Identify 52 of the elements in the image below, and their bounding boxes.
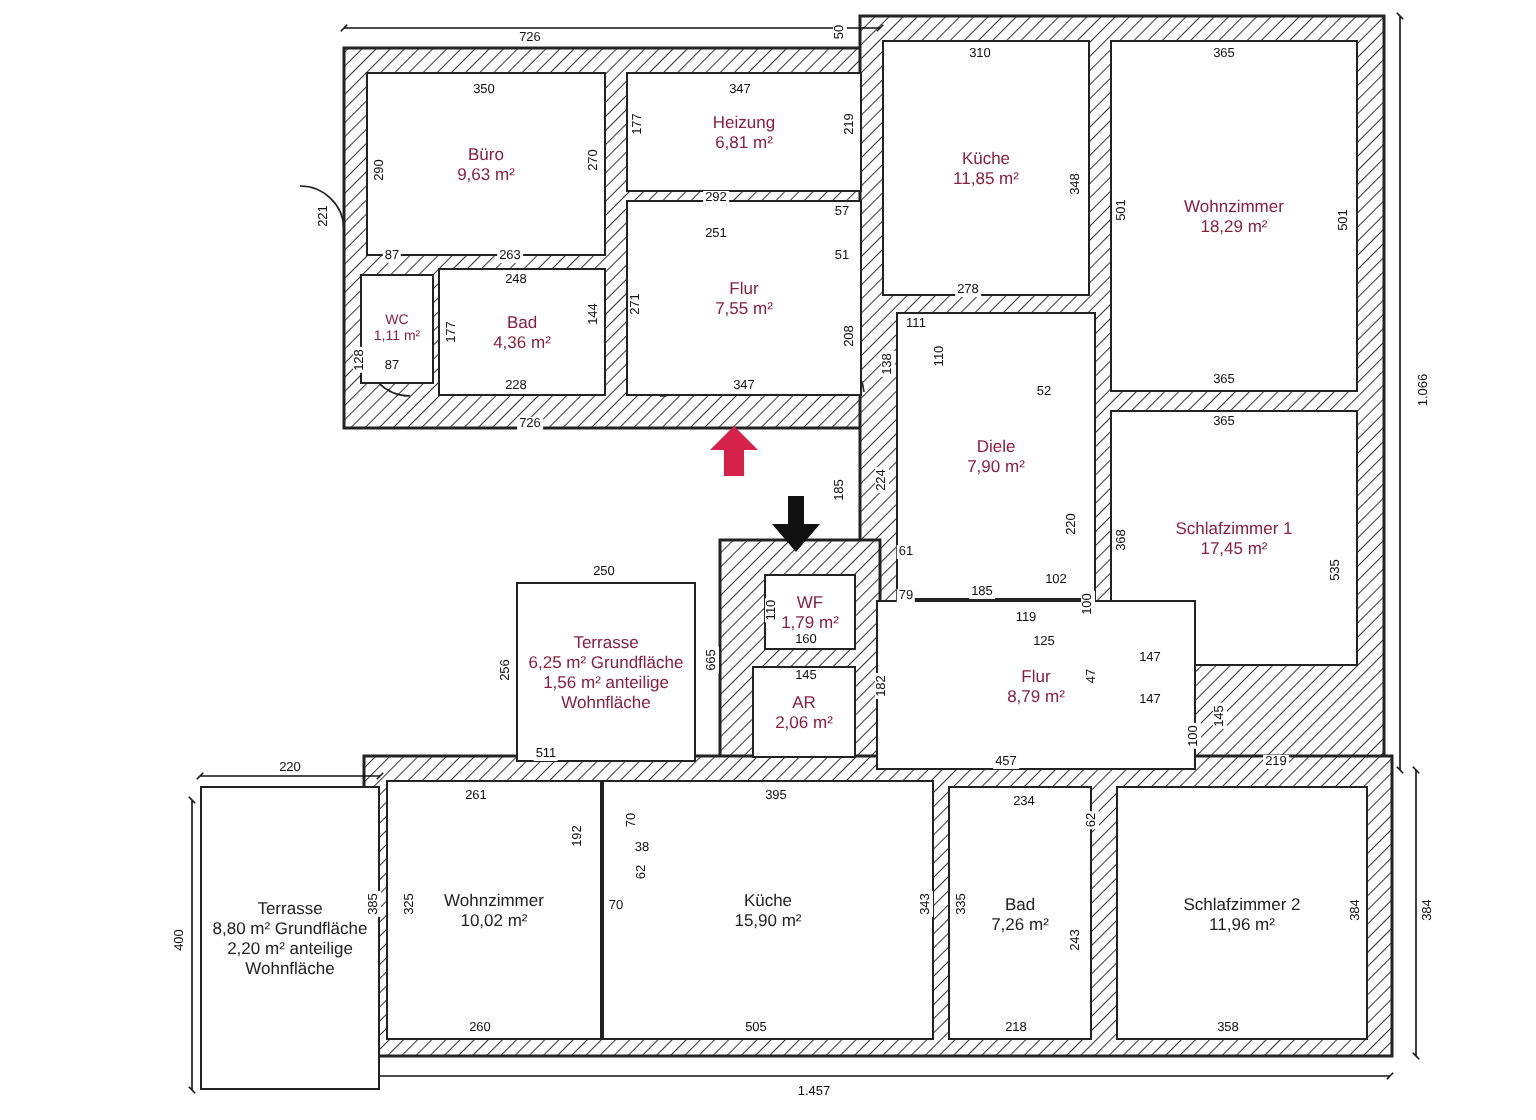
- room-name: Terrasse: [257, 898, 323, 918]
- room-name: Küche: [743, 890, 793, 910]
- room-name: Bad: [1004, 893, 1036, 913]
- room-name: Schlafzimmer 2: [1183, 893, 1301, 913]
- room-name: Flur: [1021, 665, 1051, 685]
- area-label: 8,79 m²: [1007, 685, 1065, 705]
- room-name: Wohnzimmer: [444, 890, 544, 910]
- terrace-outline: [200, 786, 380, 1090]
- room-name: Büro: [468, 144, 504, 164]
- area-label: 15,90 m²: [734, 910, 802, 930]
- room-name: AR: [792, 692, 816, 712]
- area-label: 18,29 m²: [1200, 216, 1268, 236]
- room-outline: [1110, 40, 1358, 392]
- area-label: 1,56 m² anteilige Wohnfläche: [541, 672, 671, 712]
- area-label: 11,96 m²: [1209, 913, 1275, 933]
- room-outline: [1116, 786, 1368, 1040]
- area-label: 8,80 m² Grundfläche: [212, 918, 368, 938]
- area-label: 17,45 m²: [1200, 538, 1268, 558]
- room-outline: [602, 780, 934, 1040]
- room-name: WF: [796, 592, 824, 612]
- area-label: 6,81 m²: [715, 132, 773, 152]
- area-label: 7,55 m²: [715, 298, 773, 318]
- room-outline: [1110, 410, 1358, 666]
- area-label: 7,26 m²: [991, 913, 1049, 933]
- room-outline: [752, 666, 856, 758]
- terrace-outline: [516, 582, 696, 762]
- area-label: 11,85 m²: [953, 168, 1019, 188]
- room-outline: [626, 200, 862, 396]
- room-outline: [948, 786, 1092, 1040]
- room-name: Schlafzimmer 1: [1175, 518, 1293, 538]
- area-label: 4,36 m²: [493, 332, 551, 352]
- area-label: 2,20 m² anteilige Wohnfläche: [225, 938, 355, 978]
- area-label: 9,63 m²: [457, 164, 515, 184]
- room-name: Diele: [976, 436, 1016, 456]
- room-outline: [386, 780, 602, 1040]
- room-outline: [626, 72, 862, 192]
- room-name: Flur: [729, 278, 759, 298]
- room-outline: [882, 40, 1090, 296]
- area-label: 10,02 m²: [460, 910, 528, 930]
- area-label: 6,25 m² Grundfläche: [528, 652, 684, 672]
- room-name: Terrasse: [573, 632, 639, 652]
- room-outline: [366, 72, 606, 256]
- room-outline: [360, 274, 434, 384]
- room-name: Heizung: [712, 112, 776, 132]
- room-name: Küche: [961, 148, 1011, 168]
- room-outline: [438, 268, 606, 396]
- room-outline: [764, 574, 856, 650]
- area-label: 2,06 m²: [775, 712, 833, 732]
- room-name: Bad: [506, 312, 538, 332]
- room-name: Wohnzimmer: [1184, 196, 1284, 216]
- area-label: 7,90 m²: [967, 456, 1025, 476]
- area-label: 1,79 m²: [781, 612, 839, 632]
